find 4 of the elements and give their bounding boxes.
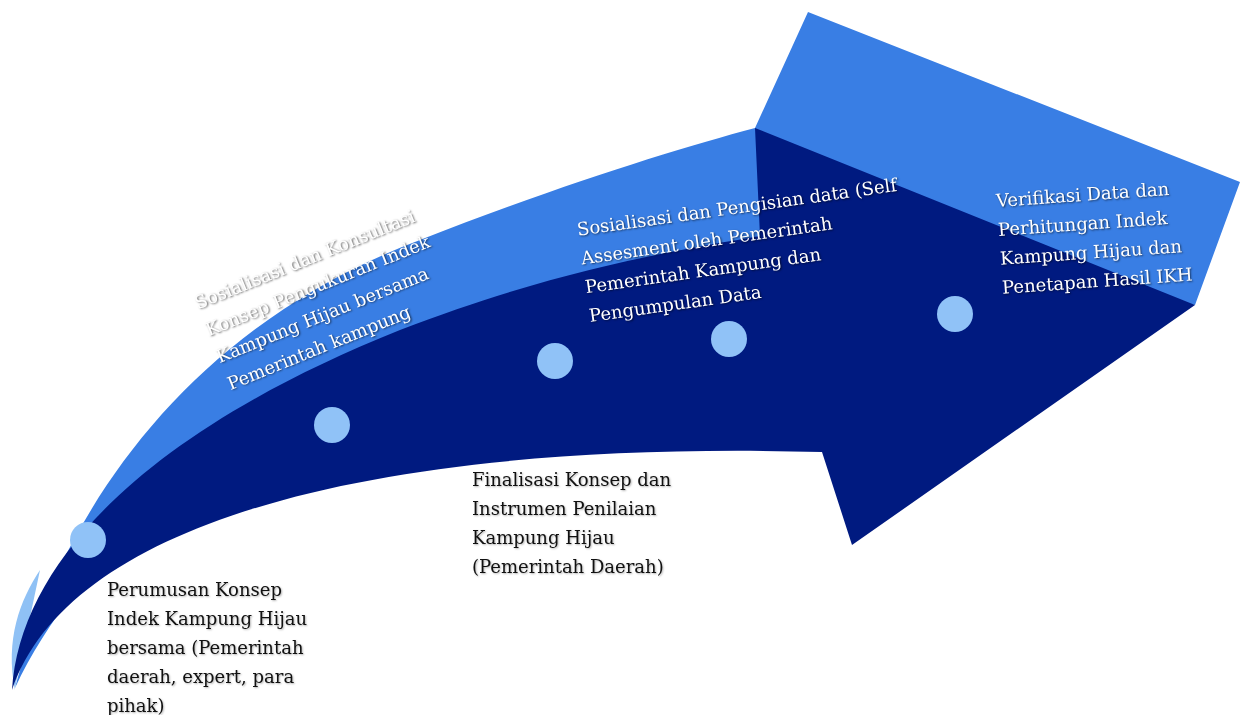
step-text: Finalisasi Konsep dan Instrumen Penilaian Kampung Hijau (Pemerintah Daerah): [472, 468, 673, 579]
step-text: Sosialisasi dan Pengisian data (Self Assesment oleh Pemerintah Pemerintah Kampung dan Pengumpulan Data: [575, 173, 900, 328]
step-text: Verifikasi Data dan Perhitungan Indek Kampung Hijau dan Penetapan Hasil IKH: [995, 176, 1195, 300]
step-text: Perumusan Konsep Indek Kampung Hijau bersama (Pemerintah daerah, expert, para pihak): [107, 578, 309, 715]
